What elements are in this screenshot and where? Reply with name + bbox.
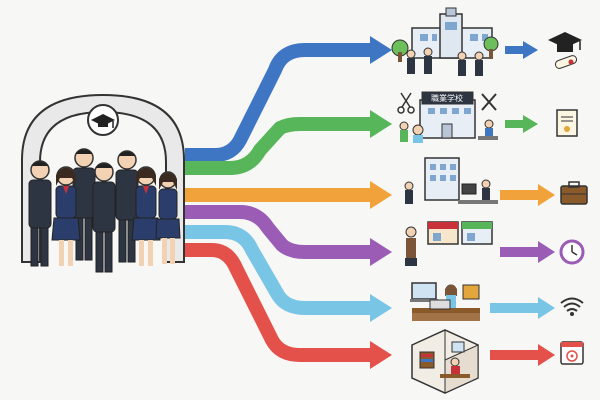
student — [131, 166, 161, 266]
clock-icon — [559, 239, 585, 265]
calendar-target-icon — [560, 341, 584, 365]
employment-arrow-head — [370, 181, 392, 209]
university-arrow-head — [370, 36, 392, 64]
study-outcome-arrow-head — [538, 344, 555, 366]
student — [92, 162, 116, 273]
student — [28, 160, 52, 267]
university-outcome-arrow-head — [523, 41, 538, 59]
tools-icon — [481, 93, 497, 111]
remote-outcome-arrow-head — [538, 297, 555, 319]
home-laptop-work — [410, 282, 480, 321]
office-building — [404, 157, 498, 204]
study-arrow — [185, 243, 372, 362]
student — [51, 166, 81, 266]
part-time-arrow-head — [370, 238, 392, 266]
vocational-arrow-head — [370, 110, 392, 138]
part-time-arrow — [185, 205, 372, 259]
vocational-arrow — [185, 117, 372, 175]
students-walking — [406, 47, 484, 76]
employment-outcome-arrow-head — [538, 184, 555, 206]
university-arrow — [185, 43, 372, 162]
office-worker — [404, 179, 498, 204]
wifi-icon — [560, 297, 584, 316]
university-building — [391, 7, 499, 76]
student — [155, 171, 181, 264]
diploma-icon — [554, 55, 578, 69]
student — [115, 150, 139, 263]
graduation-cap-icon — [548, 32, 582, 52]
mechanic-person — [478, 119, 498, 140]
hairdresser-person — [399, 121, 424, 143]
briefcase-icon — [560, 181, 588, 205]
students-group — [28, 148, 181, 273]
scissors-icon — [397, 92, 415, 114]
vocational-outcome-arrow-head — [523, 115, 538, 133]
path-arrows — [185, 36, 555, 369]
certificate-icon — [556, 109, 578, 137]
part-time-outcome-arrow-head — [538, 241, 555, 263]
study-arrow-head — [370, 341, 392, 369]
study-room — [411, 329, 479, 394]
cafe-shops — [405, 221, 493, 266]
remote-arrow-head — [370, 294, 392, 322]
remote-arrow — [185, 225, 372, 315]
barista-person — [405, 226, 417, 266]
school-sign: 職業学校 — [431, 93, 463, 103]
vocational-school-building: 職業学校 — [397, 91, 498, 143]
graduation-cap-icon — [91, 114, 115, 128]
